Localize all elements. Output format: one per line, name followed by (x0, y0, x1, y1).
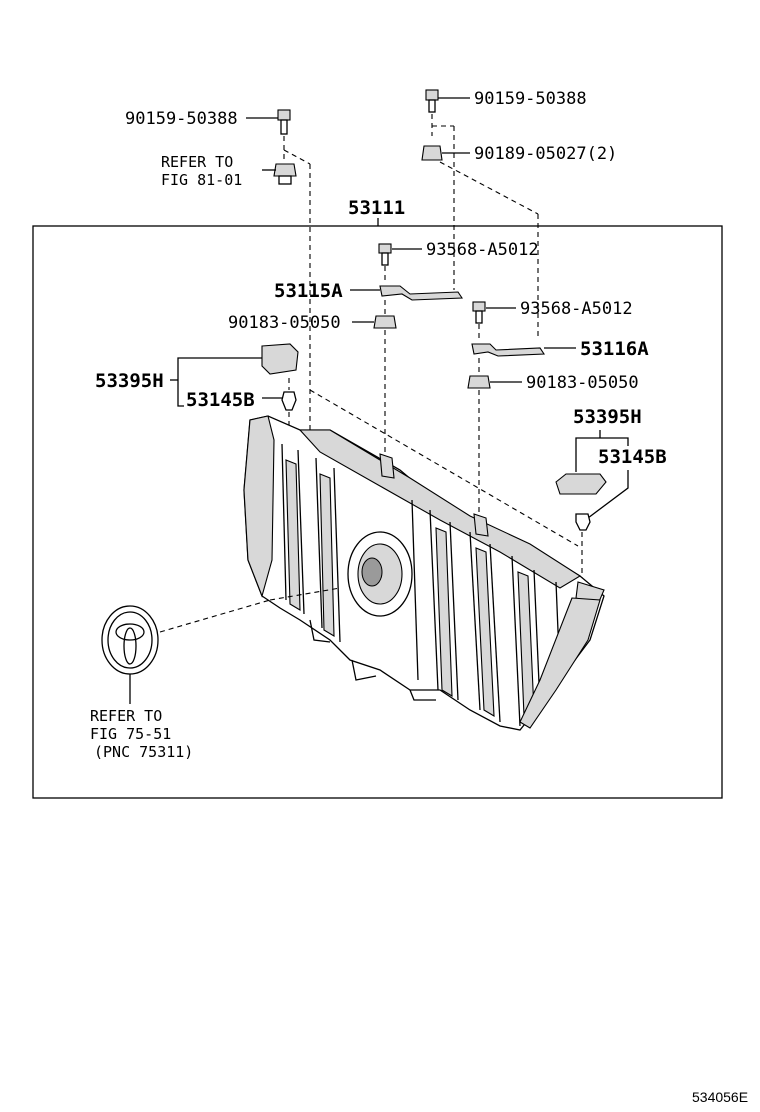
callout-nut-a: 90183-05050 (228, 313, 341, 333)
refer-emblem-line3: (PNC 75311) (94, 743, 193, 761)
callout-bolt-right-top: 90159-50388 (474, 89, 587, 109)
catalog-id: 534056E (692, 1089, 748, 1105)
callout-trim-right: 53395H (573, 406, 642, 428)
callout-bracket-b: 53116A (580, 338, 649, 360)
callout-clip-right: 53145B (598, 446, 667, 468)
nut-a-icon (373, 315, 397, 329)
callout-nut-right-top: 90189-05027(2) (474, 144, 617, 164)
clip-right-icon (575, 513, 591, 531)
bolt-left-top-icon (277, 109, 291, 135)
callout-screw-a: 93568-A5012 (426, 240, 539, 260)
clip-refer-top-icon (273, 163, 297, 185)
toyota-emblem-icon (101, 605, 159, 675)
callout-screw-b: 93568-A5012 (520, 299, 633, 319)
main-part-number: 53111 (348, 197, 405, 219)
callout-bracket-a: 53115A (274, 280, 343, 302)
clip-left-icon (281, 391, 297, 411)
nut-right-top-icon (421, 145, 443, 161)
trim-right-icon (555, 473, 607, 495)
nut-b-icon (467, 375, 491, 389)
trim-left-icon (261, 343, 299, 375)
refer-emblem-line2: FIG 75-51 (90, 725, 171, 743)
screw-a-icon (378, 243, 392, 266)
refer-emblem-line1: REFER TO (90, 707, 162, 725)
refer-top-line1: REFER TO (161, 153, 233, 171)
bracket-a-icon (379, 285, 464, 301)
bolt-right-top-icon (425, 89, 439, 113)
callout-clip-left: 53145B (186, 389, 255, 411)
bracket-b-icon (471, 343, 545, 357)
radiator-grille-icon (243, 415, 605, 731)
callout-nut-b: 90183-05050 (526, 373, 639, 393)
screw-b-icon (472, 301, 486, 324)
callout-bolt-left-top: 90159-50388 (125, 109, 238, 129)
refer-top-line2: FIG 81-01 (161, 171, 242, 189)
callout-trim-left: 53395H (95, 370, 164, 392)
